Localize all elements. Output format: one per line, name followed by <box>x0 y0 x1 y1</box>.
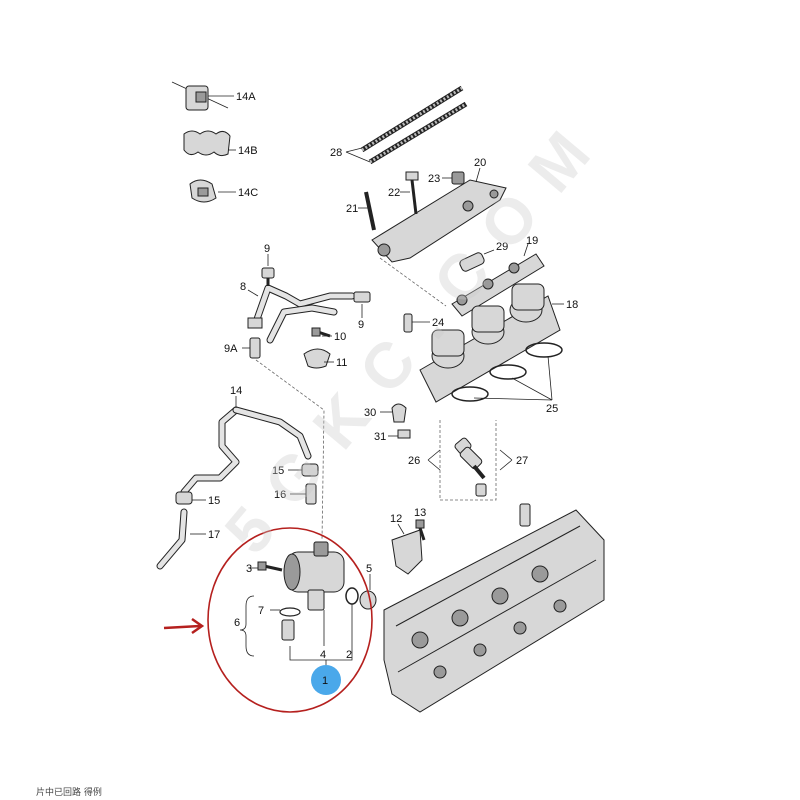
label-24: 24 <box>432 317 444 329</box>
bracket-20 <box>371 179 507 263</box>
label-8: 8 <box>240 281 246 293</box>
label-14B: 14B <box>238 145 258 157</box>
highlight-circle <box>207 527 373 713</box>
intake-manifold-18 <box>419 283 561 403</box>
label-29: 29 <box>496 241 508 253</box>
label-16: 16 <box>274 489 286 501</box>
label-15-left: 15 <box>208 495 220 507</box>
label-14: 14 <box>230 385 242 397</box>
hose-14 <box>180 406 312 496</box>
clip-31 <box>397 429 411 439</box>
label-13: 13 <box>414 507 426 519</box>
label-21: 21 <box>346 203 358 215</box>
label-20: 20 <box>474 157 486 169</box>
label-3: 3 <box>246 563 252 575</box>
label-15-right: 15 <box>272 465 284 477</box>
label-27: 27 <box>516 455 528 467</box>
label-9-right: 9 <box>358 319 364 331</box>
label-14A: 14A <box>236 91 256 103</box>
label-1: 1 <box>322 675 328 687</box>
label-23: 23 <box>428 173 440 185</box>
nut-23 <box>451 171 465 185</box>
gaskets-25 <box>451 342 563 402</box>
label-5: 5 <box>366 563 372 575</box>
plunger-6 <box>281 619 295 641</box>
label-11: 11 <box>336 357 347 369</box>
spacer-24 <box>403 313 413 333</box>
label-18: 18 <box>566 299 578 311</box>
fitting-9-right <box>353 291 371 303</box>
bolt-22 <box>405 171 419 215</box>
label-25: 25 <box>546 403 558 415</box>
clamp-11 <box>303 348 331 369</box>
rod-28 <box>360 85 468 165</box>
label-26: 26 <box>408 455 420 467</box>
label-9A: 9A <box>224 343 238 355</box>
label-12: 12 <box>390 513 402 525</box>
clip-14B <box>183 130 231 157</box>
label-9-upper: 9 <box>264 243 270 255</box>
bolt-13 <box>415 519 426 541</box>
bracket-12 <box>391 529 423 575</box>
fitting-9-upper <box>261 267 275 286</box>
bolt-3 <box>257 561 283 572</box>
label-30: 30 <box>364 407 376 419</box>
badge-1 <box>311 665 341 695</box>
label-4: 4 <box>320 649 326 661</box>
label-7: 7 <box>258 605 264 617</box>
label-2: 2 <box>346 649 352 661</box>
label-17: 17 <box>208 529 220 541</box>
label-6: 6 <box>234 617 240 629</box>
stud-21 <box>364 191 376 231</box>
o-ring-7 <box>279 607 301 617</box>
label-14C: 14C <box>238 187 258 199</box>
red-arrow-icon <box>163 617 205 635</box>
fitting-9A <box>249 337 261 359</box>
bracket-30 <box>391 403 407 423</box>
high-pressure-pump <box>283 541 345 611</box>
clip-14C <box>189 179 217 203</box>
cylinder-head <box>383 503 605 713</box>
label-10: 10 <box>334 331 346 343</box>
o-ring-2 <box>345 587 359 605</box>
label-28: 28 <box>330 147 342 159</box>
fuel-line-8 <box>247 284 356 344</box>
clamp-15-left <box>175 491 193 505</box>
footer-note: 片中已回路 得例 <box>36 788 102 798</box>
clip-14A <box>171 81 229 111</box>
label-22: 22 <box>388 187 400 199</box>
injector-26-27 <box>454 437 487 497</box>
hose-17 <box>156 508 188 570</box>
fuel-rail-19 <box>451 253 545 317</box>
bolt-10 <box>311 327 331 338</box>
pressure-sensor-29 <box>459 252 485 272</box>
label-19: 19 <box>526 235 538 247</box>
label-31: 31 <box>374 431 386 443</box>
